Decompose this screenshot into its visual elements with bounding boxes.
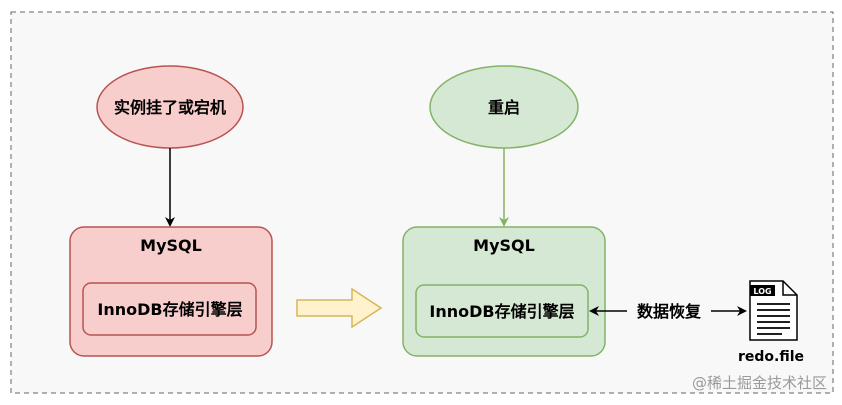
restart-node-label: 重启 (488, 98, 520, 117)
innodb-before-label: InnoDB存储引擎层 (97, 300, 242, 319)
mysql-before-title: MySQL (140, 236, 202, 255)
recovery-label: 数据恢复 (637, 302, 702, 321)
log-icon-text: LOG (753, 287, 771, 296)
recovery-label-bg (627, 298, 711, 322)
mysql-after-title: MySQL (473, 236, 535, 255)
innodb-before-box (82, 282, 257, 336)
redo-file-label: redo.file (738, 349, 804, 365)
transition-arrow (296, 287, 383, 329)
watermark: @稀土掘金技术社区 (692, 374, 827, 392)
log-file-icon: LOG (749, 280, 798, 341)
innodb-after-box (415, 284, 589, 338)
crash-node-label: 实例挂了或宕机 (114, 98, 226, 117)
innodb-after-label: InnoDB存储引擎层 (429, 302, 574, 321)
